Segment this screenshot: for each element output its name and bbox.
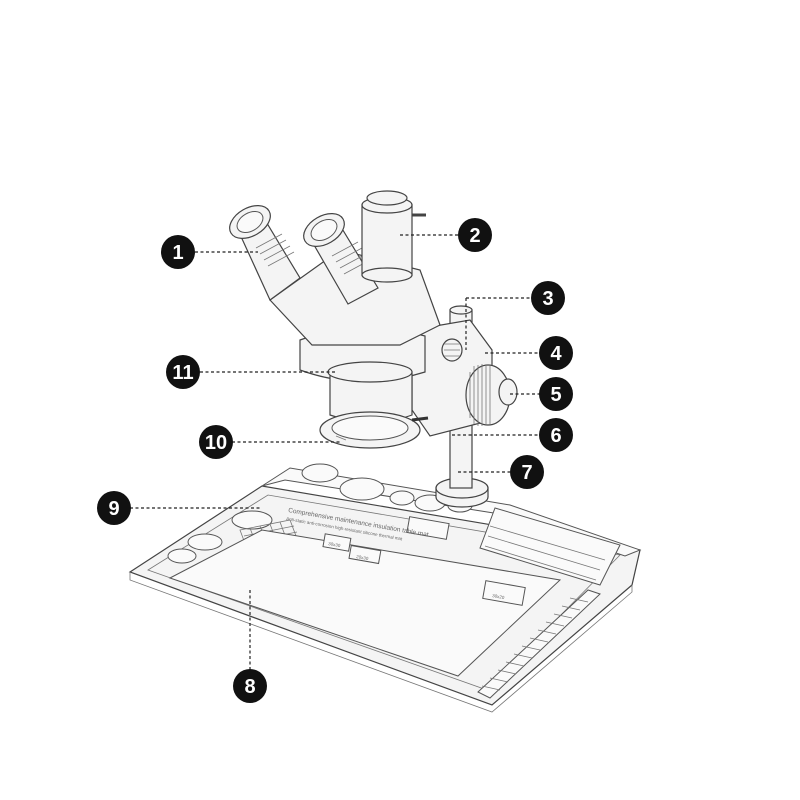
callout-11: 11: [166, 355, 200, 389]
callout-10-label: 10: [205, 432, 227, 454]
mat-label-1: 30x30: [328, 541, 341, 548]
leader-lines: [130, 234, 540, 670]
callout-1-label: 1: [172, 242, 183, 264]
microscope-head: [229, 190, 441, 449]
callout-8-label: 8: [244, 676, 255, 698]
callout-3-label: 3: [542, 288, 553, 310]
callout-5: 5: [539, 377, 573, 411]
callout-2: 2: [458, 218, 492, 252]
callout-6: 6: [539, 418, 573, 452]
mat-label-2: 20x30: [356, 554, 369, 561]
callout-4: 4: [539, 336, 573, 370]
callout-7: 7: [510, 455, 544, 489]
callout-6-label: 6: [550, 425, 561, 447]
callout-11-label: 11: [172, 362, 193, 384]
callout-2-label: 2: [469, 225, 480, 247]
mat-slots: [477, 589, 601, 699]
callout-1: 1: [161, 235, 195, 269]
silicone-mat: Comprehensive maintenance insulation tab…: [128, 463, 642, 713]
callout-10: 10: [199, 425, 233, 459]
callout-5-label: 5: [550, 384, 561, 406]
callout-9: 9: [97, 491, 131, 525]
callout-3: 3: [531, 281, 565, 315]
callout-9-label: 9: [108, 498, 119, 520]
mat-label-3: 30x20: [492, 593, 505, 600]
focus-knob-assembly: [441, 338, 518, 426]
callout-7-label: 7: [521, 462, 532, 484]
callout-4-label: 4: [550, 343, 562, 365]
callout-8: 8: [233, 669, 267, 703]
